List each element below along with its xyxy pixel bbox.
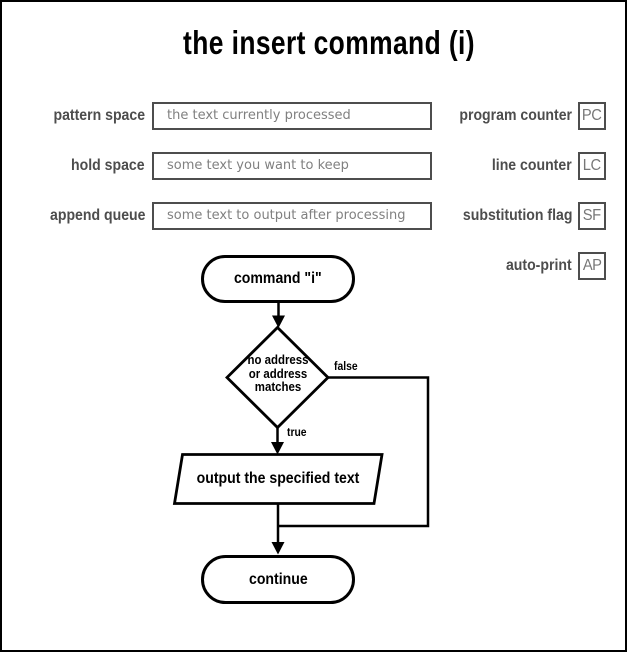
hold-space-label: hold space bbox=[71, 157, 145, 174]
pattern-space-box: the text currently processed bbox=[152, 102, 432, 130]
auto-print-box: AP bbox=[578, 252, 606, 280]
append-queue-box: some text to output after processing bbox=[152, 202, 432, 230]
auto-print-label: auto-print bbox=[506, 257, 572, 274]
program-counter-box: PC bbox=[578, 102, 606, 130]
hold-space-value: some text you want to keep bbox=[167, 158, 349, 173]
line-counter-label: line counter bbox=[492, 157, 572, 174]
append-queue-value: some text to output after processing bbox=[167, 208, 406, 223]
decision-line-1: no address bbox=[247, 352, 309, 367]
decision-line-3: matches bbox=[254, 379, 302, 394]
flow-node-end: continue bbox=[201, 555, 355, 604]
register-row-line-counter: line counter LC bbox=[2, 152, 625, 180]
hold-space-box: some text you want to keep bbox=[152, 152, 432, 180]
auto-print-abbr: AP bbox=[582, 257, 602, 274]
end-node-label: continue bbox=[248, 570, 308, 588]
substitution-flag-abbr: SF bbox=[583, 207, 601, 224]
register-row-program-counter: program counter PC bbox=[2, 102, 625, 130]
program-counter-label: program counter bbox=[459, 107, 572, 124]
program-counter-abbr: PC bbox=[582, 107, 602, 124]
start-node-label: command "i" bbox=[234, 270, 322, 287]
false-branch-label: false bbox=[334, 361, 358, 373]
decision-line-2: or address bbox=[248, 365, 308, 381]
flow-node-start: command "i" bbox=[201, 255, 355, 303]
substitution-flag-box: SF bbox=[578, 202, 606, 230]
decision-node-label: no address or address matches bbox=[214, 353, 342, 394]
state-row-pattern-space: pattern space the text currently process… bbox=[2, 102, 625, 130]
register-row-auto-print: auto-print AP bbox=[2, 252, 625, 280]
line-counter-abbr: LC bbox=[583, 157, 601, 174]
substitution-flag-label: substitution flag bbox=[462, 207, 572, 224]
pattern-space-label: pattern space bbox=[53, 107, 145, 124]
pattern-space-value: the text currently processed bbox=[167, 108, 351, 123]
state-row-hold-space: hold space some text you want to keep bbox=[2, 152, 625, 180]
state-row-append-queue: append queue some text to output after p… bbox=[2, 202, 625, 230]
page-title: the insert command (i) bbox=[183, 24, 475, 61]
process-node-label: output the specified text bbox=[196, 470, 360, 487]
register-row-substitution-flag: substitution flag SF bbox=[2, 202, 625, 230]
append-queue-label: append queue bbox=[49, 207, 145, 224]
true-branch-label: true bbox=[287, 427, 307, 439]
line-counter-box: LC bbox=[578, 152, 606, 180]
